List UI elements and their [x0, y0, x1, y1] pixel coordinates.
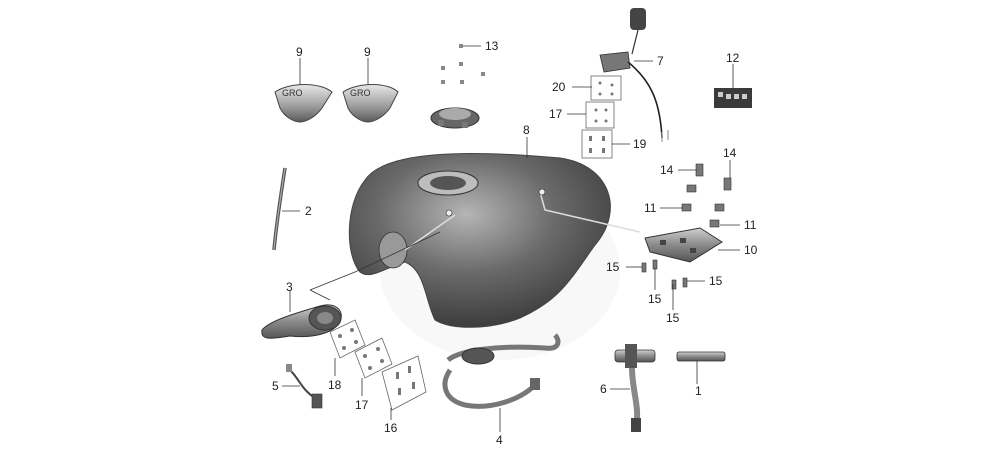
fuel-hose-assembly: [442, 333, 561, 409]
tank-badge-right: GRO: [342, 84, 399, 123]
tube-part: [676, 351, 726, 362]
callout-14-right: 14: [723, 146, 737, 160]
callout-1: 1: [695, 384, 702, 398]
gasket-plate-17-lower: [354, 337, 393, 379]
callout-19: 19: [633, 137, 647, 151]
fuel-sender: [599, 8, 669, 142]
callout-13: 13: [485, 39, 499, 53]
callout-2: 2: [305, 204, 312, 218]
gasket-plate-17: [585, 101, 615, 129]
callout-7: 7: [657, 54, 664, 68]
callout-20: 20: [552, 80, 566, 94]
callout-15-d: 15: [709, 274, 723, 288]
svg-text:GRO: GRO: [350, 88, 371, 98]
callout-18: 18: [328, 378, 342, 392]
callout-17-upper: 17: [549, 107, 563, 121]
fuel-tank: [348, 152, 641, 328]
callout-labels: 1 2 3 4 5 6 7 8 9 9 10 11 11 12 13 14 14…: [272, 39, 758, 447]
callout-15-c: 15: [666, 311, 680, 325]
callout-9-right: 9: [364, 45, 371, 59]
fuel-pump: [261, 304, 342, 339]
mounting-bracket: [644, 227, 723, 263]
callout-14-left: 14: [660, 163, 674, 177]
screw-kit-19: [581, 129, 613, 159]
gasket-plate-18: [329, 319, 366, 359]
trim-strip: [272, 167, 287, 251]
leader-lines: [282, 45, 740, 432]
sensor-wire: [286, 364, 323, 409]
callout-3: 3: [286, 280, 293, 294]
warning-label: [714, 88, 752, 108]
callout-6: 6: [600, 382, 607, 396]
callout-15-a: 15: [606, 260, 620, 274]
gasket-plate-20: [590, 75, 622, 101]
bracket-bolts: [641, 163, 732, 290]
callout-4: 4: [496, 433, 503, 447]
callout-11-left: 11: [644, 201, 657, 215]
callout-15-b: 15: [648, 292, 662, 306]
callout-10: 10: [744, 243, 758, 257]
cap-screws: [441, 44, 485, 84]
tank-side-cutout: [378, 231, 408, 269]
callout-8: 8: [523, 123, 530, 137]
screw-kit-16: [381, 355, 427, 411]
callout-16: 16: [384, 421, 398, 435]
filler-cap-ring: [430, 107, 480, 129]
callout-12: 12: [726, 51, 740, 65]
callout-5: 5: [272, 379, 279, 393]
callout-17-lower: 17: [355, 398, 369, 412]
svg-text:GRO: GRO: [282, 88, 303, 98]
fuel-valve: [614, 344, 656, 432]
bracket-nuts: [681, 184, 725, 228]
tank-badge-left: GRO: [274, 84, 333, 123]
callout-9-left: 9: [296, 45, 303, 59]
callout-11-right: 11: [744, 218, 757, 232]
